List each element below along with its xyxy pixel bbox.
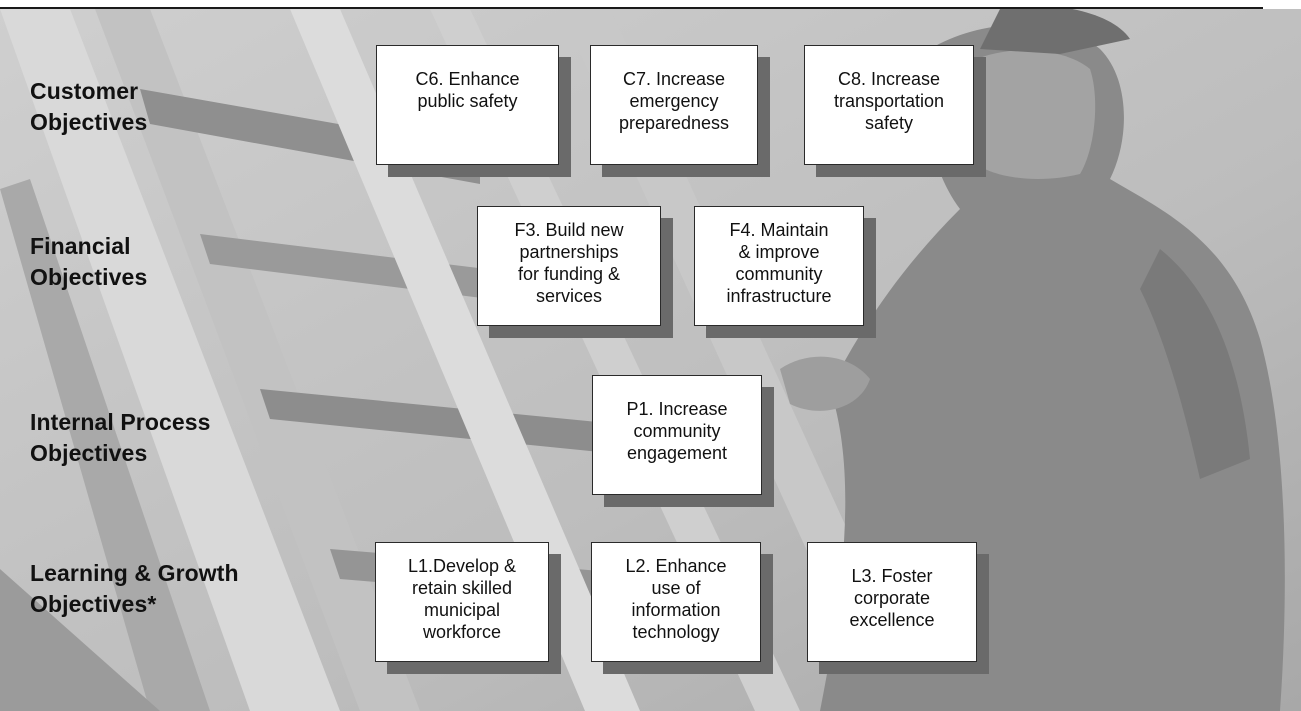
row-label-line: Objectives*	[30, 591, 157, 617]
row-label-financial: Financial Objectives	[30, 231, 147, 293]
row-label-line: Learning & Growth	[30, 560, 239, 586]
objective-box-c8[interactable]: C8. Increase transportation safety	[804, 45, 974, 165]
objective-text: L1.Develop & retain skilled municipal wo…	[407, 556, 517, 642]
row-label-line: Customer	[30, 78, 139, 104]
objective-text: C8. Increase transportation safety	[833, 69, 945, 133]
top-divider	[0, 7, 1263, 9]
objective-box-p1[interactable]: P1. Increase community engagement	[592, 375, 762, 495]
objective-text: L3. Foster corporate excellence	[849, 566, 935, 630]
objective-box-c6[interactable]: C6. Enhance public safety	[376, 45, 559, 165]
objective-box-f4[interactable]: F4. Maintain & improve community infrast…	[694, 206, 864, 326]
row-label-customer: Customer Objectives	[30, 76, 147, 138]
row-label-line: Objectives	[30, 440, 148, 466]
row-label-line: Objectives	[30, 264, 148, 290]
objective-text: F3. Build new partnerships for funding &…	[514, 220, 624, 306]
objective-text: L2. Enhance use of information technolog…	[625, 556, 727, 642]
objective-text: C7. Increase emergency preparedness	[618, 69, 730, 133]
row-label-internal-process: Internal Process Objectives	[30, 407, 211, 469]
row-label-line: Financial	[30, 233, 131, 259]
objective-text: P1. Increase community engagement	[626, 399, 728, 463]
row-label-line: Internal Process	[30, 409, 211, 435]
objective-box-f3[interactable]: F3. Build new partnerships for funding &…	[477, 206, 661, 326]
row-label-learning-growth: Learning & Growth Objectives*	[30, 558, 239, 620]
objective-box-l3[interactable]: L3. Foster corporate excellence	[807, 542, 977, 662]
objective-box-l2[interactable]: L2. Enhance use of information technolog…	[591, 542, 761, 662]
objective-box-c7[interactable]: C7. Increase emergency preparedness	[590, 45, 758, 165]
row-label-line: Objectives	[30, 109, 148, 135]
objective-text: F4. Maintain & improve community infrast…	[726, 220, 832, 306]
objective-box-l1[interactable]: L1.Develop & retain skilled municipal wo…	[375, 542, 549, 662]
objective-text: C6. Enhance public safety	[415, 69, 520, 111]
